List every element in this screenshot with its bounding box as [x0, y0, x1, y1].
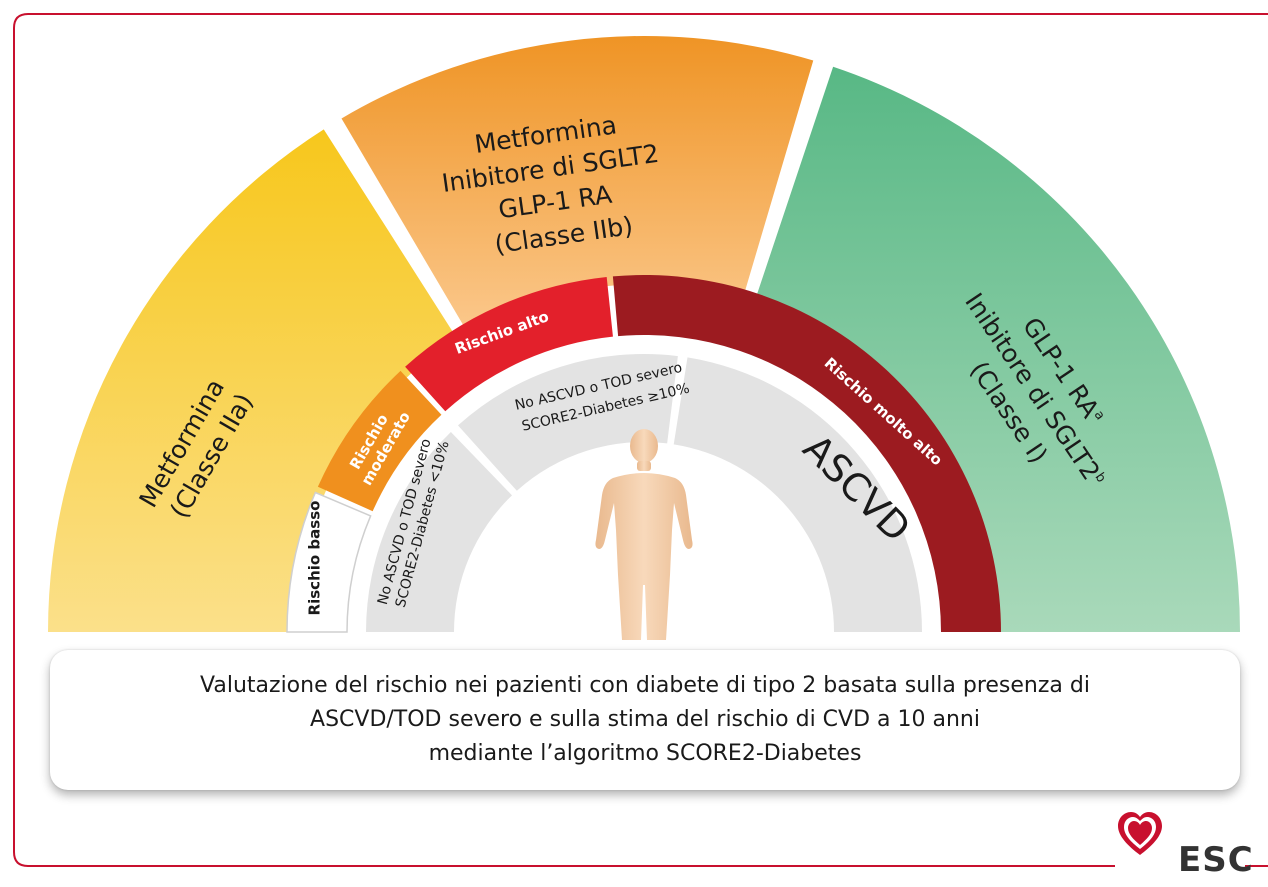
caption-line: ASCVD/TOD severo e sulla stima del risch… [310, 707, 980, 732]
caption-box: Valutazione del rischio nei pazienti con… [50, 650, 1240, 790]
criteria-band-high [457, 354, 678, 491]
risk-band-high [405, 276, 613, 412]
esc-logo-text: ESC [1178, 840, 1254, 880]
treatment-sector-class-iib [341, 35, 814, 333]
figure-frame [13, 13, 1268, 867]
risk-band-moderate [317, 370, 442, 512]
treatment-sector-class-iia [48, 129, 458, 633]
risk-label-low: Rischio basso [306, 501, 324, 616]
risk-band-very-high [612, 274, 1001, 632]
criteria-band-very-high [673, 357, 922, 632]
treatment-sector-class-i [754, 66, 1240, 633]
esc-heart-icon [1118, 812, 1162, 855]
human-body-icon [595, 429, 693, 640]
criteria-band-moderate [366, 432, 513, 632]
caption-line: mediante l’algoritmo SCORE2-Diabetes [428, 741, 862, 766]
risk-band-low [286, 491, 372, 633]
caption-line: Valutazione del rischio nei pazienti con… [200, 673, 1090, 698]
